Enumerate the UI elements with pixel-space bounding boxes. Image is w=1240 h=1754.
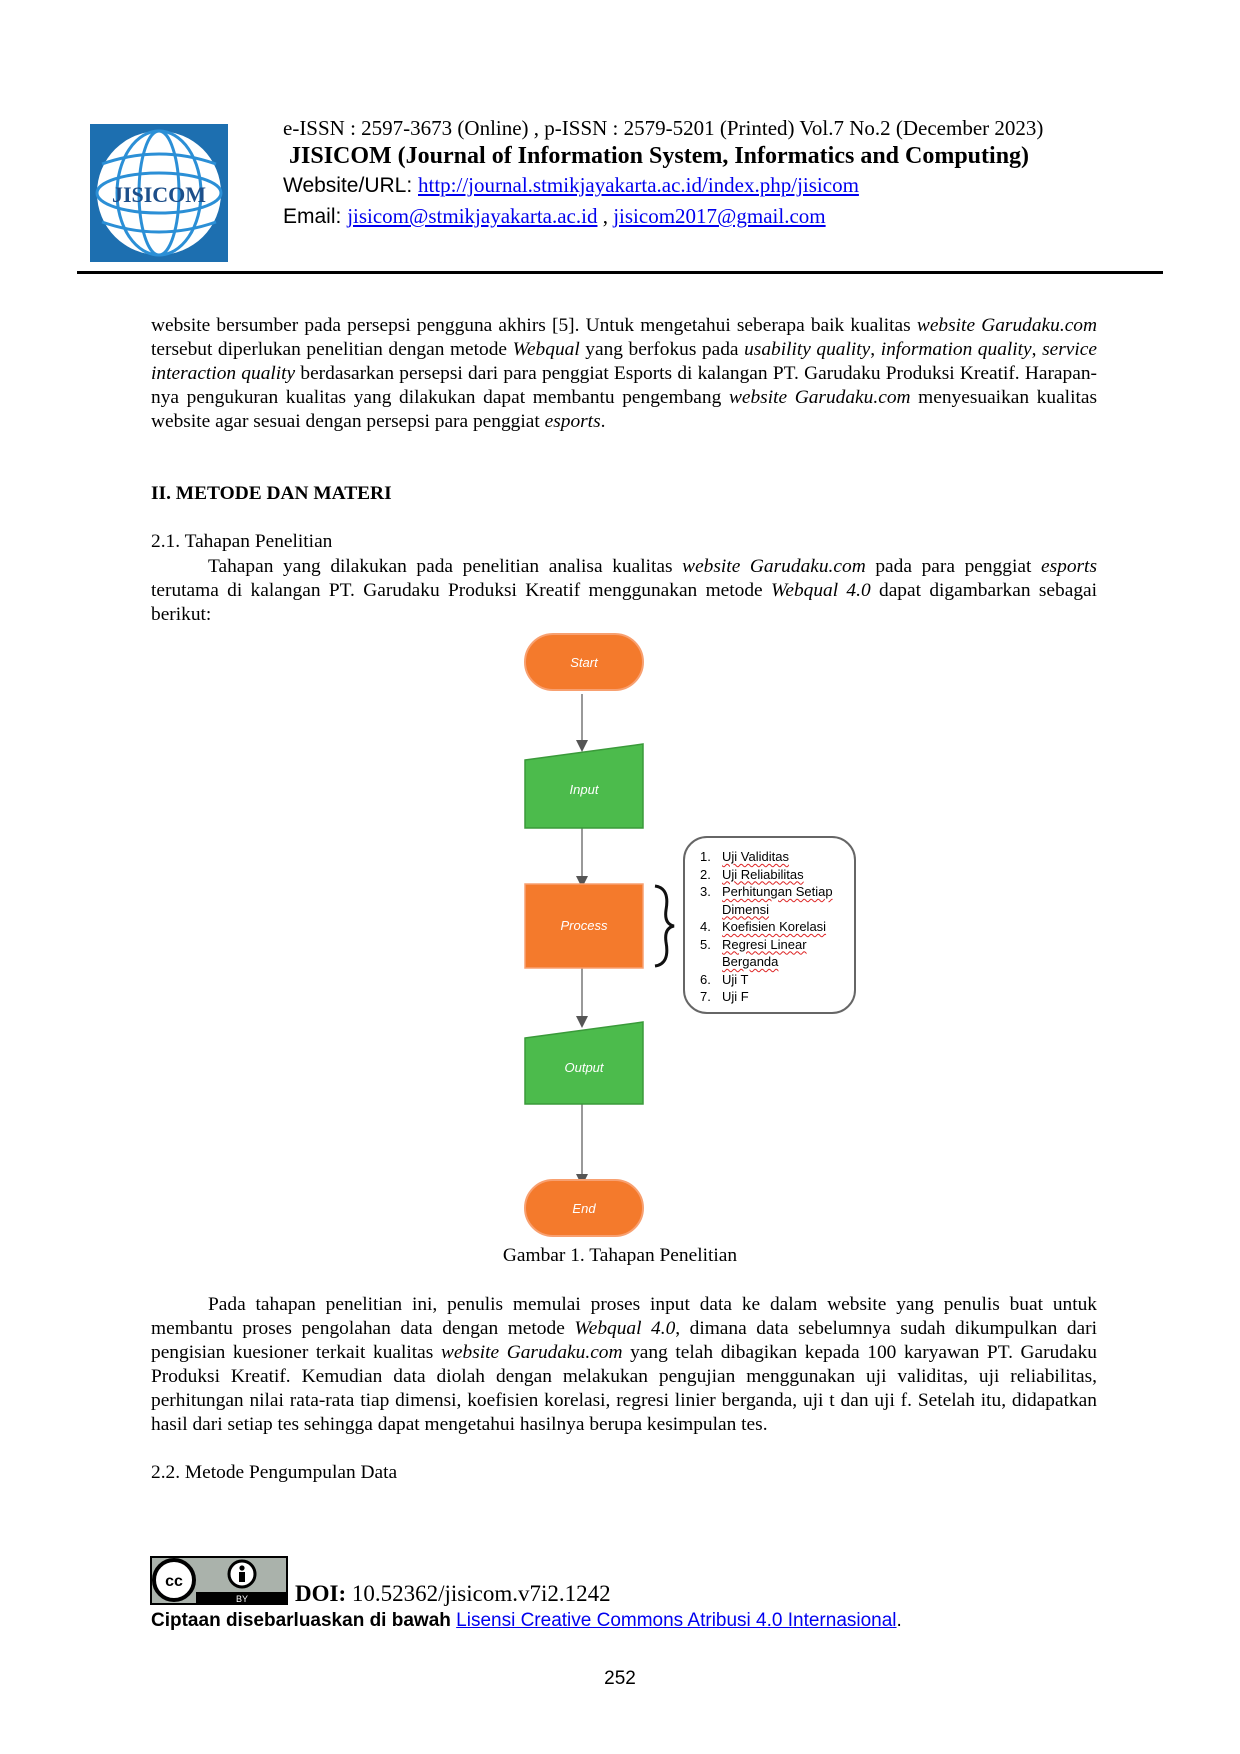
svg-text:Start: Start <box>570 655 599 670</box>
list-item: 4.Koefisien Korelasi <box>700 919 827 934</box>
header-rule <box>77 271 1163 274</box>
email-link-2[interactable]: jisicom2017@gmail.com <box>613 204 826 228</box>
journal-title: JISICOM (Journal of Information System, … <box>289 143 1030 169</box>
email-line: Email: jisicom@stmikjayakarta.ac.id , ji… <box>283 204 826 229</box>
cc-by-badge[interactable]: cc BY <box>150 1556 288 1605</box>
process-steps-list: 1.Uji Validitas 2.Uji Reliabilitas 3.Per… <box>700 848 860 1006</box>
doi-label: DOI: <box>295 1581 347 1606</box>
website-link[interactable]: http://journal.stmikjayakarta.ac.id/inde… <box>418 173 859 197</box>
section-heading: II. METODE DAN MATERI <box>151 483 392 504</box>
list-item: 3.Perhitungan Setiap Dimensi <box>700 884 833 917</box>
list-item: 7.Uji F <box>700 989 749 1004</box>
list-item: 6.Uji T <box>700 971 749 987</box>
email-separator: , <box>597 204 614 228</box>
list-item: 2.Uji Reliabilitas <box>700 866 804 882</box>
jisicom-logo: JISICOM <box>90 124 228 262</box>
intro-paragraph: website bersumber pada persepsi pengguna… <box>151 315 1098 432</box>
process-node: Process <box>524 883 644 969</box>
logo-text: JISICOM <box>112 182 206 207</box>
brace-icon <box>654 884 675 968</box>
svg-text:Input: Input <box>570 782 600 797</box>
process-paragraph: Pada tahapan penelitian ini, penulis mem… <box>151 1294 1098 1435</box>
page-number: 252 <box>604 1668 636 1689</box>
list-item: 1.Uji Validitas <box>700 849 789 864</box>
process-steps-box <box>683 836 856 1014</box>
cc-icon: cc <box>165 1573 183 1590</box>
license-prefix: Ciptaan disebarluaskan di bawah <box>151 1610 457 1631</box>
email-link-1[interactable]: jisicom@stmikjayakarta.ac.id <box>347 204 598 228</box>
license-line: Ciptaan disebarluaskan di bawah Lisensi … <box>151 1610 902 1631</box>
figure-caption: Gambar 1. Tahapan Penelitian <box>502 1245 738 1266</box>
subsection-2-1-title: 2.1. Tahapan Penelitian <box>151 531 333 552</box>
person-icon <box>239 1565 245 1571</box>
svg-text:Output: Output <box>564 1060 604 1075</box>
website-label: Website/URL: <box>283 174 418 197</box>
start-node: Start <box>524 633 644 691</box>
output-node: Output <box>524 1021 644 1105</box>
svg-text:Process: Process <box>561 918 608 933</box>
by-label: BY <box>236 1594 248 1604</box>
end-node: End <box>524 1179 644 1237</box>
input-node: Input <box>524 743 644 829</box>
list-item: 5.Regresi Linear Berganda <box>700 936 807 970</box>
license-link[interactable]: Lisensi Creative Commons Atribusi 4.0 In… <box>456 1610 897 1631</box>
email-label: Email: <box>283 205 348 228</box>
subsection-2-2-title: 2.2. Metode Pengumpulan Data <box>151 1462 398 1483</box>
doi-line: DOI: 10.52362/jisicom.v7i2.1242 <box>295 1581 611 1607</box>
doi-value: 10.52362/jisicom.v7i2.1242 <box>346 1581 611 1606</box>
method-paragraph: Tahapan yang dilakukan pada penelitian a… <box>151 556 1098 625</box>
website-line: Website/URL: http://journal.stmikjayakar… <box>283 173 859 198</box>
research-flowchart: Start Input Process Output End <box>524 633 675 1237</box>
issn-line: e-ISSN : 2597-3673 (Online) , p-ISSN : 2… <box>283 116 1044 140</box>
svg-text:End: End <box>572 1201 596 1216</box>
